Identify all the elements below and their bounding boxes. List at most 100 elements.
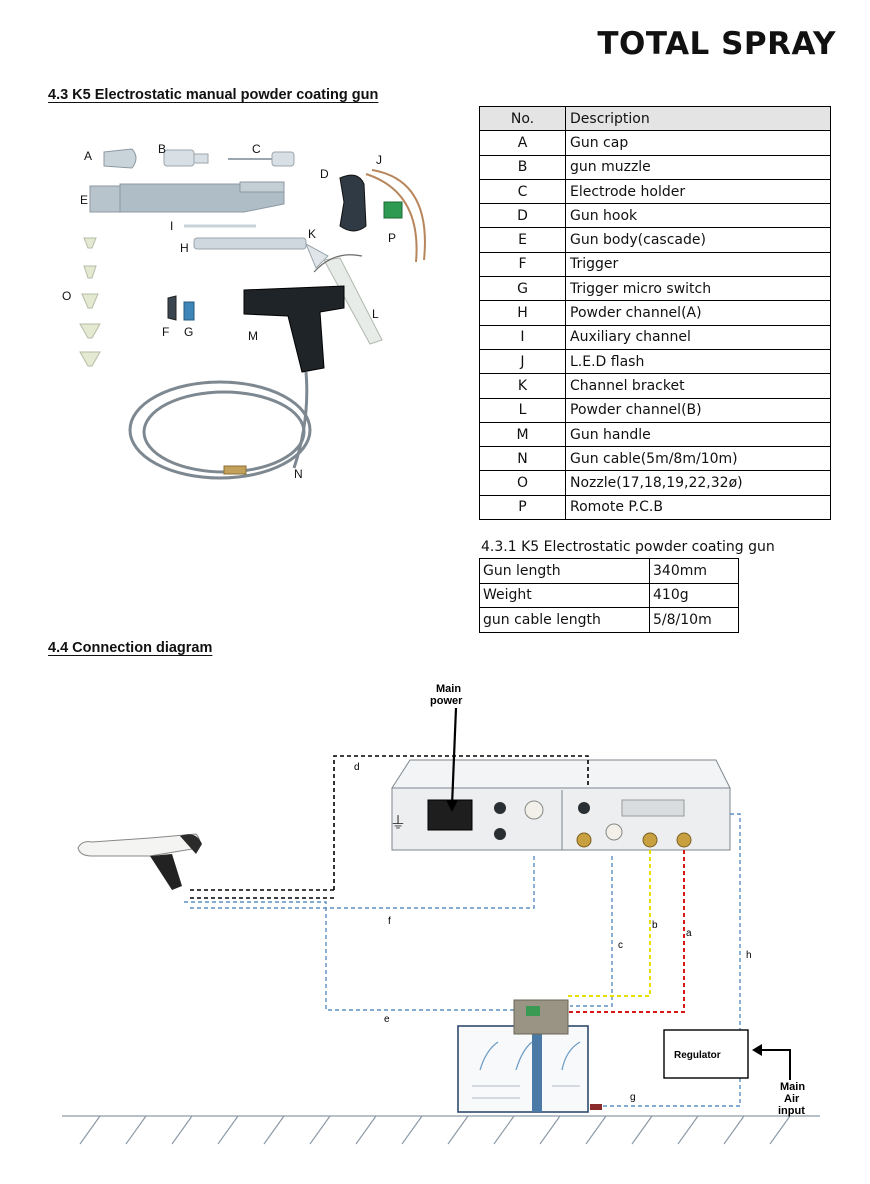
main-power-arrow bbox=[450, 707, 458, 807]
main-air-label-2: Air bbox=[784, 1093, 800, 1105]
spec-value: 340mm bbox=[649, 558, 739, 584]
part-no: E bbox=[479, 227, 566, 253]
part-no: A bbox=[479, 130, 566, 156]
brand-logo: TOTAL SPRAY bbox=[597, 26, 836, 62]
part-f-trigger bbox=[167, 295, 177, 321]
part-no: M bbox=[479, 421, 566, 448]
part-description: Auxiliary channel bbox=[565, 324, 831, 350]
part-no: O bbox=[479, 470, 566, 496]
ground-hatching bbox=[79, 1115, 791, 1145]
svg-text:e: e bbox=[384, 1014, 390, 1025]
part-description: Powder channel(A) bbox=[565, 300, 831, 326]
gun-parts-illustration: A B C D E I J H K P O F G M L N bbox=[62, 142, 426, 481]
label-n: N bbox=[294, 467, 303, 481]
label-e: E bbox=[80, 193, 88, 207]
part-no: C bbox=[479, 178, 566, 205]
label-g: G bbox=[184, 325, 193, 339]
ground-hatch bbox=[585, 1115, 607, 1145]
part-g-micro-switch bbox=[183, 301, 195, 321]
label-f: F bbox=[162, 325, 169, 339]
part-p-pcb bbox=[383, 201, 403, 219]
line-g bbox=[594, 1078, 741, 1107]
regulator-label: Regulator bbox=[674, 1050, 721, 1061]
svg-text:f: f bbox=[388, 916, 391, 927]
part-no: F bbox=[479, 251, 566, 278]
label-d: D bbox=[320, 167, 329, 181]
main-air-label-1: Main bbox=[780, 1081, 805, 1093]
header-description: Description bbox=[565, 105, 831, 132]
part-description: L.E.D flash bbox=[565, 348, 831, 375]
line-h bbox=[730, 813, 741, 1032]
regulator: Regulator bbox=[663, 1029, 749, 1079]
label-c: C bbox=[252, 142, 261, 156]
spec-label: gun cable length bbox=[479, 607, 650, 633]
part-description: Trigger bbox=[565, 251, 831, 278]
ground-hatch bbox=[355, 1115, 377, 1145]
part-j-led-wires bbox=[365, 169, 426, 263]
part-no: D bbox=[479, 203, 566, 229]
svg-text:a: a bbox=[686, 928, 692, 939]
svg-text:g: g bbox=[630, 1092, 636, 1103]
part-d-gun-hook bbox=[339, 174, 367, 232]
ground-hatch bbox=[447, 1115, 469, 1145]
label-m: M bbox=[248, 329, 258, 343]
main-power-label-2: power bbox=[430, 695, 463, 707]
powder-hopper bbox=[457, 999, 602, 1113]
line-d bbox=[333, 755, 589, 890]
air-input-arrow bbox=[756, 1049, 791, 1080]
line-b bbox=[566, 850, 651, 997]
svg-text:c: c bbox=[618, 940, 623, 951]
spec-label: Gun length bbox=[479, 558, 650, 584]
line-e bbox=[184, 901, 516, 1011]
part-no: P bbox=[479, 494, 566, 521]
section-title-gun: 4.3 K5 Electrostatic manual powder coati… bbox=[48, 87, 379, 103]
ground-hatch bbox=[723, 1115, 745, 1145]
label-o: O bbox=[62, 289, 71, 303]
label-h: H bbox=[180, 241, 189, 255]
part-description: Gun cap bbox=[565, 130, 831, 156]
part-no: B bbox=[479, 154, 566, 180]
part-a-gun-cap bbox=[103, 148, 137, 169]
part-h-powder-channel bbox=[193, 237, 307, 250]
part-description: Gun hook bbox=[565, 203, 831, 229]
part-description: Powder channel(B) bbox=[565, 397, 831, 423]
svg-text:d: d bbox=[354, 762, 360, 773]
part-no: K bbox=[479, 373, 566, 399]
ground-hatch bbox=[769, 1115, 791, 1145]
label-b: B bbox=[158, 142, 166, 156]
part-description: Trigger micro switch bbox=[565, 276, 831, 302]
controller-unit bbox=[391, 759, 731, 851]
part-description: Gun cable(5m/8m/10m) bbox=[565, 446, 831, 472]
ground-hatch bbox=[217, 1115, 239, 1145]
ground-hatch bbox=[493, 1115, 515, 1145]
parts-table-header: No. Description bbox=[479, 105, 831, 132]
part-k-channel-bracket bbox=[304, 242, 329, 269]
connection-diagram: ⏚ Main power d f e c b a h g bbox=[62, 683, 820, 1145]
spray-gun bbox=[77, 833, 202, 890]
ground-hatch bbox=[631, 1115, 653, 1145]
header-no: No. bbox=[479, 105, 566, 132]
ground-hatch bbox=[125, 1115, 147, 1145]
line-a bbox=[568, 850, 685, 1013]
line-c bbox=[570, 856, 613, 1007]
svg-text:h: h bbox=[746, 950, 752, 961]
main-power-label-1: Main bbox=[436, 683, 461, 695]
